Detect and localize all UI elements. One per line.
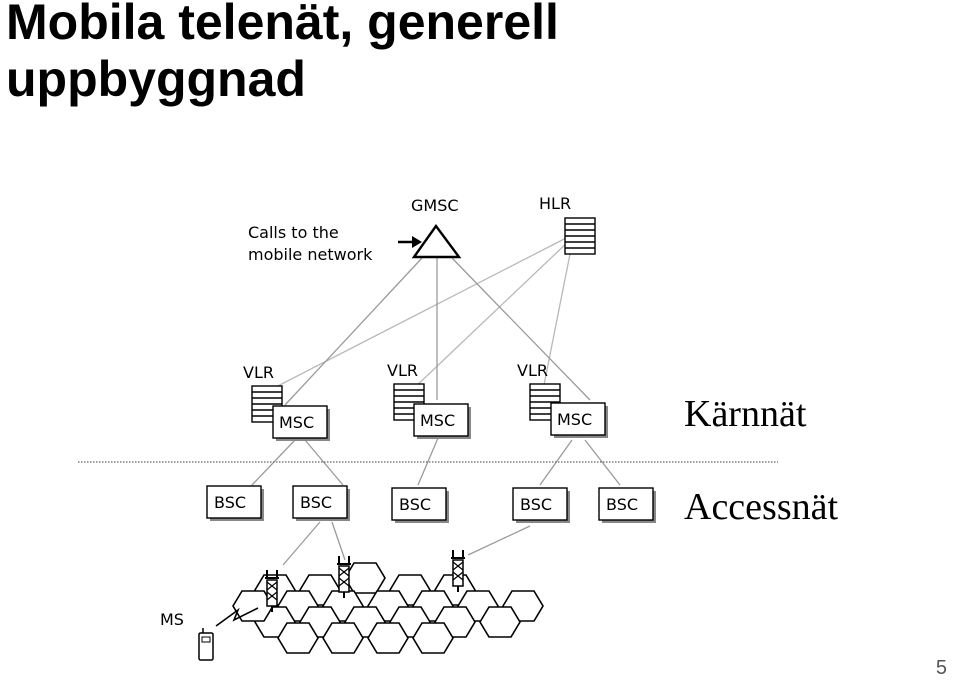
radio-link-icon xyxy=(215,607,259,627)
calls-label-line1: Calls to the xyxy=(248,223,339,242)
gmsc-label: GMSC xyxy=(411,196,459,215)
calls-label-line2: mobile network xyxy=(248,245,373,264)
ms-label: MS xyxy=(160,610,184,629)
bsc-label: BSC xyxy=(520,495,552,514)
mobile-phone-icon xyxy=(198,628,214,661)
slide-title: Mobila telenät, generell uppbyggnad xyxy=(6,0,906,108)
bsc-box-2: BSC xyxy=(292,485,351,522)
msc-label: MSC xyxy=(420,411,455,430)
bsc-label: BSC xyxy=(399,495,431,514)
hlr-connections xyxy=(269,235,573,391)
gmsc-triangle-icon xyxy=(411,223,462,259)
page-number: 5 xyxy=(935,657,947,679)
bsc-box-3: BSC xyxy=(391,487,450,524)
core-network-label: Kärnnät xyxy=(684,393,807,435)
hlr-label: HLR xyxy=(539,194,571,213)
msc-box-2: MSC xyxy=(413,403,472,440)
bsc-tower-connections xyxy=(282,521,531,566)
cell-grid xyxy=(232,562,544,654)
vlr-label-2: VLR xyxy=(387,361,418,380)
slide-title-line1: Mobila telenät, generell xyxy=(6,0,559,50)
hlr-database-icon xyxy=(564,217,596,255)
msc-box-1: MSC xyxy=(272,405,331,442)
base-station-tower-icon xyxy=(336,555,352,599)
vlr-label-3: VLR xyxy=(517,361,548,380)
bsc-box-1: BSC xyxy=(206,485,265,522)
base-station-tower-icon xyxy=(450,549,466,593)
incoming-call-arrow-icon xyxy=(398,236,422,248)
msc-box-3: MSC xyxy=(550,402,609,439)
vlr-label-1: VLR xyxy=(243,363,274,382)
msc-label: MSC xyxy=(557,410,592,429)
gmsc-connections xyxy=(284,257,591,406)
access-network-label: Accessnät xyxy=(684,486,839,528)
bsc-label: BSC xyxy=(300,493,332,512)
msc-label: MSC xyxy=(279,413,314,432)
slide-title-line2: uppbyggnad xyxy=(6,51,306,107)
bsc-label: BSC xyxy=(606,495,638,514)
bsc-box-5: BSC xyxy=(598,487,657,524)
bsc-label: BSC xyxy=(214,493,246,512)
bsc-box-4: BSC xyxy=(512,487,571,524)
